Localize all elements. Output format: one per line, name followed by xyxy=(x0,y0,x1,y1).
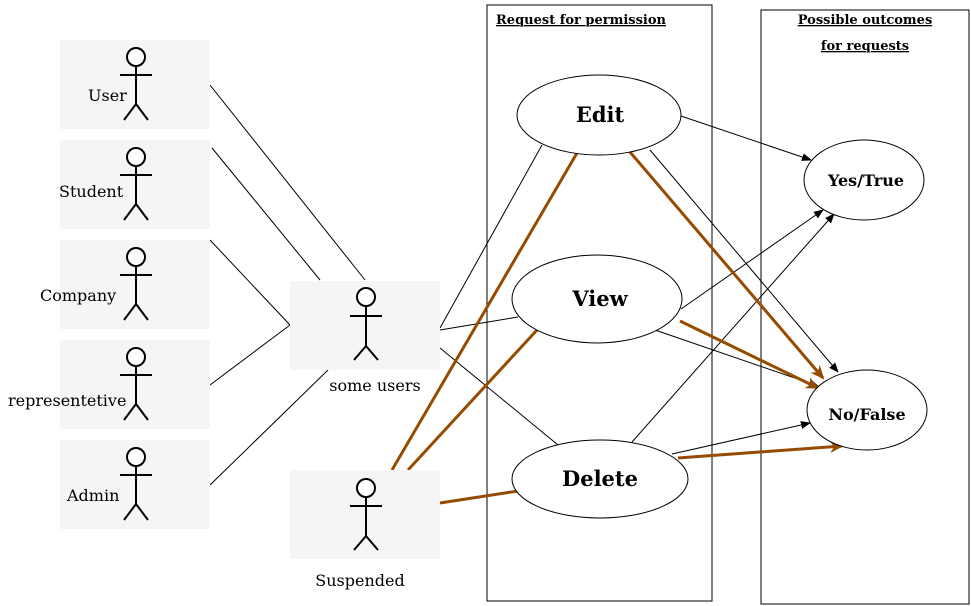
arrow-edit-yes xyxy=(680,115,812,161)
brown-suspended-edit xyxy=(390,152,579,471)
brown-view-no xyxy=(679,319,820,390)
actor-representetive: representetive xyxy=(8,340,210,429)
link-user-some-users xyxy=(209,84,366,281)
outcome-arrows xyxy=(631,115,839,455)
use-case-edit-label: Edit xyxy=(576,102,625,127)
use-case-view: View xyxy=(511,254,683,344)
brown-suspended-view xyxy=(406,328,539,472)
boundary-request-for-permission: Request for permission xyxy=(486,4,713,602)
actor-admin-label: Admin xyxy=(66,486,119,505)
link-some-users-edit xyxy=(439,144,543,329)
arrow-delete-no xyxy=(671,421,811,455)
actor-some-users-label: some users xyxy=(329,376,420,395)
actor-suspended: Suspended xyxy=(290,470,440,590)
use-case-view-label: View xyxy=(571,286,628,311)
actor-suspended-label: Suspended xyxy=(315,571,404,590)
link-some-users-delete xyxy=(439,347,559,446)
arrow-view-no xyxy=(654,329,819,387)
actor-student-label: Student xyxy=(59,182,124,201)
boundary-outcomes-title-line1: Possible outcomes xyxy=(798,13,933,28)
actor-admin: Admin xyxy=(60,440,210,529)
use-case-delete-label: Delete xyxy=(562,466,638,491)
arrow-edit-no xyxy=(649,149,839,373)
boundary-request-title: Request for permission xyxy=(496,13,667,28)
arrow-delete-yes xyxy=(631,213,835,443)
suspended-links xyxy=(390,151,844,505)
link-admin-some-users xyxy=(209,369,329,486)
outcome-no: No/False xyxy=(806,369,928,451)
arrow-view-yes xyxy=(680,209,824,310)
actor-student: Student xyxy=(59,140,210,229)
link-student-some-users xyxy=(211,147,321,281)
link-representetive-some-users xyxy=(209,324,291,386)
brown-delete-no xyxy=(677,440,844,460)
outcome-no-label: No/False xyxy=(828,405,905,424)
boundary-outcomes-title-line2: for requests xyxy=(821,39,909,54)
link-company-some-users xyxy=(209,239,291,326)
brown-suspended-delete xyxy=(439,489,519,505)
outcome-yes: Yes/True xyxy=(803,139,925,221)
brown-edit-no xyxy=(628,151,825,380)
outcome-yes-label: Yes/True xyxy=(827,171,904,190)
association-lines xyxy=(209,84,559,486)
actor-user: User xyxy=(60,40,210,129)
actor-user-label: User xyxy=(88,86,127,105)
actor-company: Company xyxy=(40,240,210,329)
actor-company-label: Company xyxy=(40,286,116,305)
actor-representetive-label: representetive xyxy=(8,391,126,410)
use-case-edit: Edit xyxy=(516,74,682,156)
actor-some-users: some users xyxy=(290,281,440,395)
boundary-possible-outcomes: Possible outcomes for requests xyxy=(760,9,970,605)
use-case-delete: Delete xyxy=(511,439,689,519)
